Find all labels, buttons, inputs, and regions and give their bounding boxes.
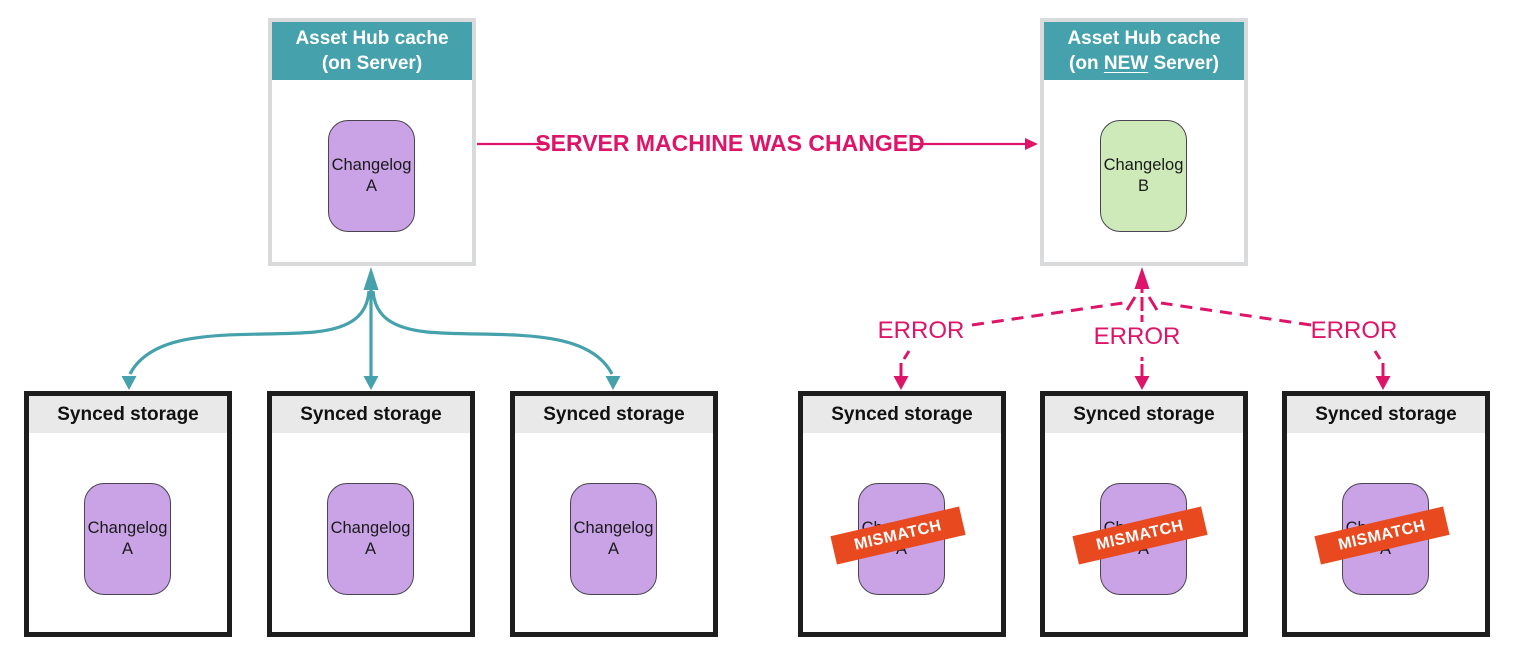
error-label-left: ERROR xyxy=(877,317,965,344)
cache-title: Asset Hub cache xyxy=(1067,28,1221,49)
error-dashed-line-left xyxy=(971,301,1124,327)
storage-header: Synced storage xyxy=(1287,396,1485,433)
arrowhead-down-icon xyxy=(605,376,621,390)
changelog-label: Changelog A xyxy=(87,519,168,558)
storage-header: Synced storage xyxy=(515,396,713,433)
synced-storage-6: Synced storage Changelog A xyxy=(1282,391,1490,637)
changelog-chip-a: Changelog A xyxy=(328,120,415,232)
error-label-right: ERROR xyxy=(1310,317,1398,344)
cache-subtitle: (on NEW Server) xyxy=(1069,53,1219,74)
asset-hub-cache-old: Asset Hub cache (on Server) Changelog A xyxy=(268,18,476,266)
changelog-label: Changelog A xyxy=(331,156,412,195)
error-dashed-line-right xyxy=(1160,301,1312,327)
error-dash-left xyxy=(902,350,911,360)
storage-header: Synced storage xyxy=(1045,396,1243,433)
arrowhead-up-icon xyxy=(1134,267,1150,289)
synced-storage-5: Synced storage Changelog A xyxy=(1040,391,1248,637)
arrowhead-down-icon xyxy=(893,376,909,390)
asset-hub-cache-old-header: Asset Hub cache (on Server) xyxy=(272,22,472,80)
cache-title: Asset Hub cache xyxy=(295,28,449,49)
synced-storage-3: Synced storage Changelog A xyxy=(510,391,718,637)
sync-arrow-left xyxy=(128,290,371,375)
changelog-chip-a: Changelog A xyxy=(570,483,657,595)
sync-arrows-teal xyxy=(121,267,621,390)
server-change-arrow xyxy=(477,138,1038,150)
sync-arrow-right xyxy=(371,290,614,375)
storage-header: Synced storage xyxy=(272,396,470,433)
synced-storage-4: Synced storage Changelog A xyxy=(798,391,1006,637)
arrowhead-down-icon xyxy=(1375,376,1391,390)
changelog-label: Changelog B xyxy=(1103,156,1184,195)
asset-hub-cache-new-header: Asset Hub cache (on NEW Server) xyxy=(1044,22,1244,80)
error-label-middle: ERROR xyxy=(1093,323,1181,350)
asset-hub-cache-new: Asset Hub cache (on NEW Server) Changelo… xyxy=(1040,18,1248,266)
error-dash-right xyxy=(1373,350,1382,360)
error-fan-dash-left xyxy=(1125,296,1137,311)
arrowhead-right-icon xyxy=(1025,138,1038,150)
synced-storage-2: Synced storage Changelog A xyxy=(267,391,475,637)
arrowhead-up-icon xyxy=(363,267,379,290)
new-underlined: NEW xyxy=(1103,53,1149,74)
changelog-label: Changelog A xyxy=(330,519,411,558)
arrowhead-down-icon xyxy=(363,376,379,390)
storage-header: Synced storage xyxy=(29,396,227,433)
cache-subtitle: (on Server) xyxy=(321,53,423,74)
changelog-chip-a: Changelog A xyxy=(84,483,171,595)
error-arrows xyxy=(893,267,1391,390)
arrowhead-down-icon xyxy=(121,376,137,390)
server-changed-label: SERVER MACHINE WAS CHANGED xyxy=(535,130,925,156)
changelog-chip-b: Changelog B xyxy=(1100,120,1187,232)
changelog-label: Changelog A xyxy=(573,519,654,558)
synced-storage-1: Synced storage Changelog A xyxy=(24,391,232,637)
error-fan-dash-right xyxy=(1147,296,1159,311)
changelog-chip-a: Changelog A xyxy=(327,483,414,595)
storage-header: Synced storage xyxy=(803,396,1001,433)
arrowhead-down-icon xyxy=(1134,376,1150,390)
